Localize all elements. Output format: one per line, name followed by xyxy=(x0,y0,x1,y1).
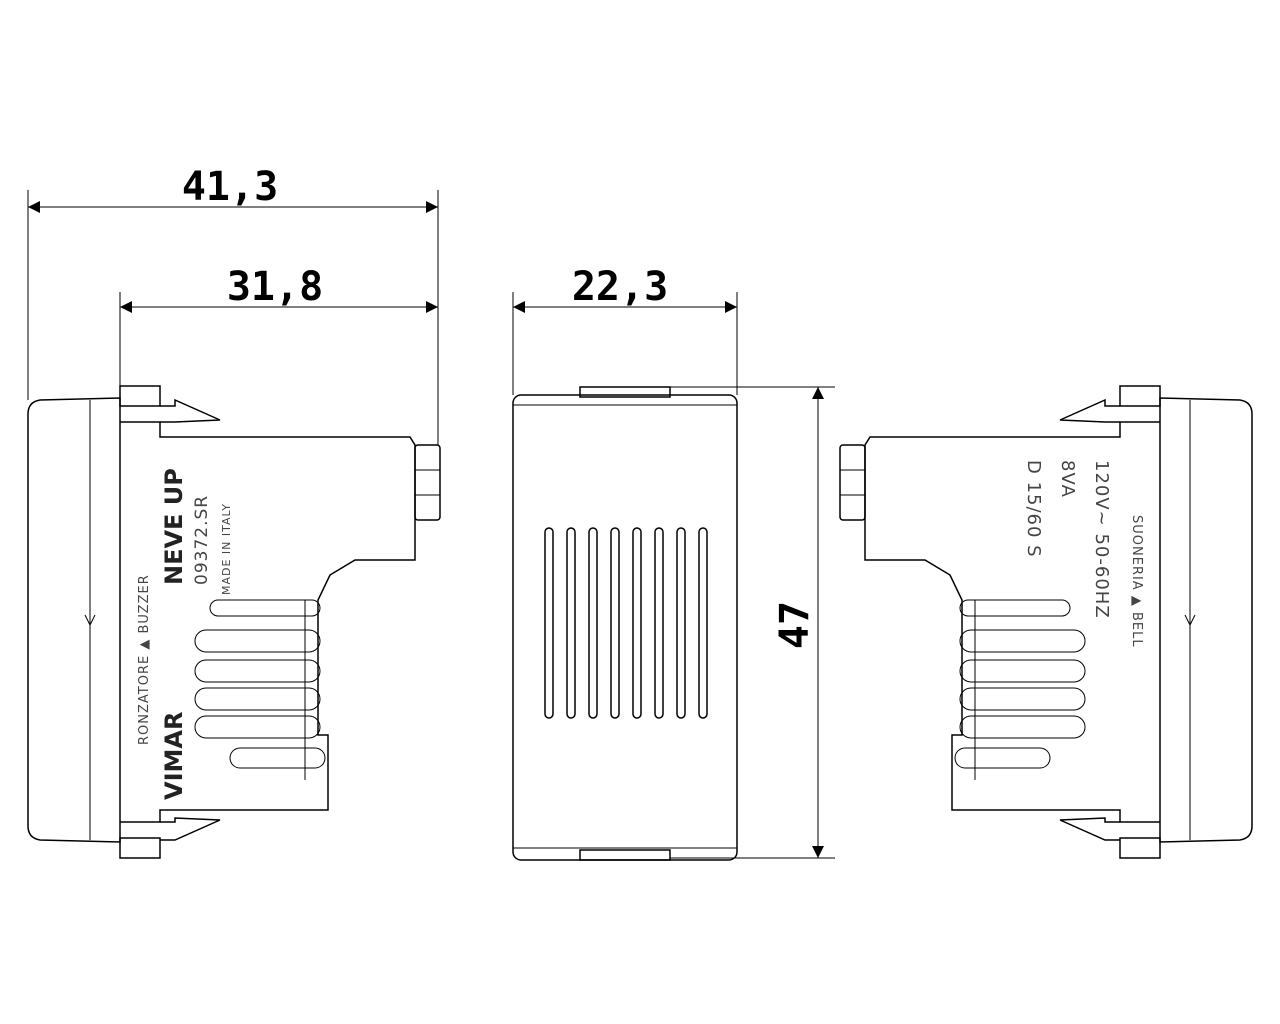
duty-label: D 15/60 S xyxy=(1023,460,1044,558)
left-side-view: RONZATORE ▲ BUZZER VIMAR NEVE UP 09372.S… xyxy=(27,385,441,859)
speaker-slot xyxy=(610,527,620,719)
speaker-slot xyxy=(676,527,686,719)
dimension-label: 22,3 xyxy=(572,264,668,310)
speaker-slot xyxy=(654,527,664,719)
speaker-slot xyxy=(698,527,708,719)
speaker-slot xyxy=(544,527,554,719)
dimension-label: 41,3 xyxy=(182,164,278,210)
power-label: 8VA xyxy=(1057,460,1078,498)
front-view xyxy=(512,386,738,861)
right-side-view: SUONERIA ▲ BELL 120V~ 50-60HZ 8VA D 15/6… xyxy=(839,385,1253,859)
speaker-slots xyxy=(544,527,708,719)
dimension-overall-depth: 41,3 xyxy=(27,164,439,445)
speaker-slot xyxy=(566,527,576,719)
function-label: RONZATORE ▲ BUZZER xyxy=(137,574,152,745)
product-code: 09372.SR xyxy=(192,495,212,585)
dimension-label: 47 xyxy=(772,601,818,649)
series-logo: NEVE UP xyxy=(160,468,188,585)
origin-label: MADE IN ITALY xyxy=(220,503,233,595)
speaker-slot xyxy=(588,527,598,719)
brand-logo: VIMAR xyxy=(160,712,188,800)
voltage-label: 120V~ 50-60HZ xyxy=(1091,460,1112,619)
dimension-height: 47 xyxy=(670,386,835,859)
function-label: SUONERIA ▲ BELL xyxy=(1129,515,1144,648)
dimension-front-width: 22,3 xyxy=(512,264,738,395)
dimension-body-depth: 31,8 xyxy=(119,264,439,386)
speaker-slot xyxy=(632,527,642,719)
dimension-label: 31,8 xyxy=(227,264,323,310)
